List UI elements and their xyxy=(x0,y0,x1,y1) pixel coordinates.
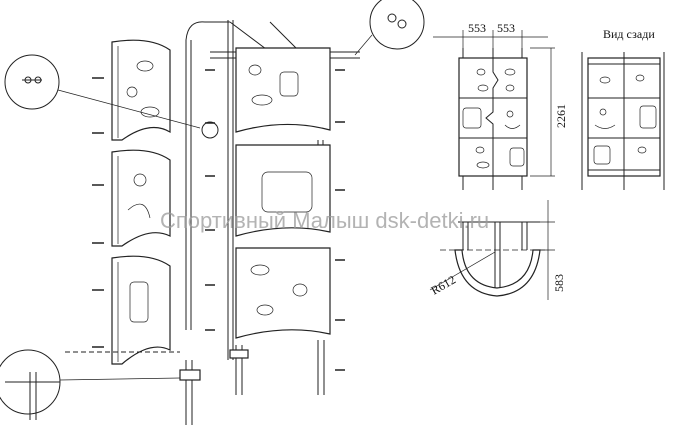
dimension-width-left: 553 xyxy=(468,21,486,35)
dimension-height: 2261 xyxy=(554,104,568,128)
dimension-depth: 583 xyxy=(552,274,566,292)
fastener-lines xyxy=(92,69,345,371)
detail-callouts xyxy=(0,0,425,420)
dimension-width-right: 553 xyxy=(497,21,515,35)
rear-view-label: Вид сзади xyxy=(603,27,655,41)
watermark: Спортивный Малыш dsk-detki.ru xyxy=(160,208,489,233)
rear-view: Вид сзади xyxy=(581,27,665,190)
exploded-center-panels xyxy=(235,47,331,339)
front-view: 553 553 2261 xyxy=(433,21,568,190)
exploded-left-panels xyxy=(111,39,171,365)
